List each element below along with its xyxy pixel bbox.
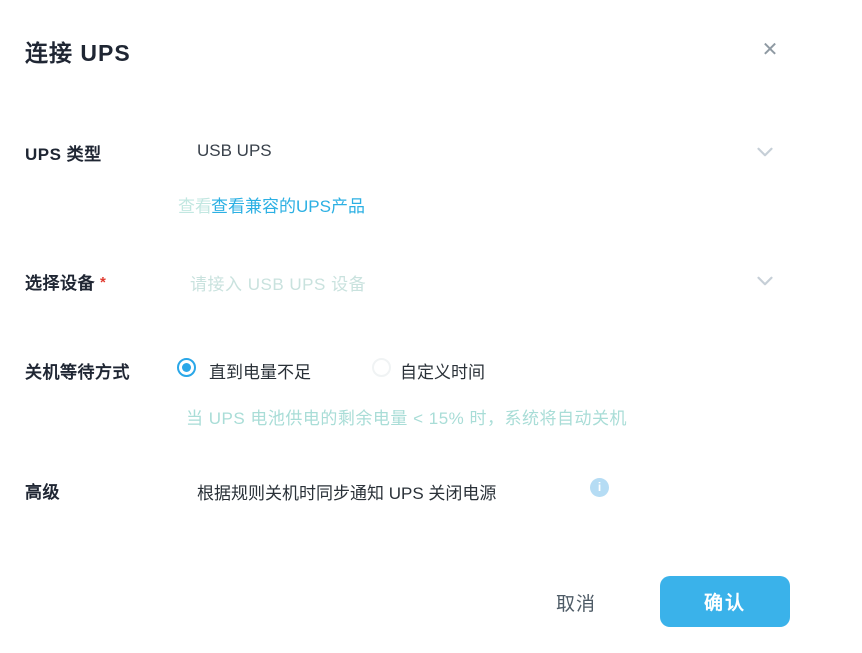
device-select-placeholder[interactable]: 请接入 USB UPS 设备	[190, 275, 367, 294]
radio-until-battery-low[interactable]	[177, 358, 196, 377]
advanced-option-text: 根据规则关机时同步通知 UPS 关闭电源	[197, 484, 497, 503]
cancel-button[interactable]: 取消	[538, 586, 614, 618]
shutdown-hint-text: 当 UPS 电池供电的剩余电量 < 15% 时，系统将自动关机	[186, 409, 628, 428]
page-title: 连接 UPS	[25, 40, 131, 66]
chevron-down-icon[interactable]	[752, 268, 778, 294]
close-icon[interactable]: ✕	[754, 34, 786, 66]
compatible-ups-link[interactable]: 查看兼容的UPS产品	[211, 197, 365, 216]
required-mark: *	[100, 274, 107, 291]
shutdown-wait-label: 关机等待方式	[25, 363, 130, 382]
device-label-text: 选择设备	[25, 274, 95, 293]
info-icon[interactable]: i	[590, 478, 609, 497]
chevron-down-icon[interactable]	[752, 139, 778, 165]
radio-custom-time[interactable]	[372, 358, 391, 377]
radio-label-until-battery-low[interactable]: 直到电量不足	[209, 363, 311, 382]
ups-type-label: UPS 类型	[25, 145, 102, 164]
device-label: 选择设备 *	[25, 269, 106, 294]
compat-link-ghost-text: 查看	[178, 197, 212, 216]
radio-dot	[182, 363, 191, 372]
radio-label-custom-time[interactable]: 自定义时间	[400, 363, 485, 382]
ups-type-select-value[interactable]: USB UPS	[197, 141, 272, 160]
advanced-label: 高级	[25, 483, 60, 502]
confirm-button[interactable]: 确认	[660, 576, 790, 627]
